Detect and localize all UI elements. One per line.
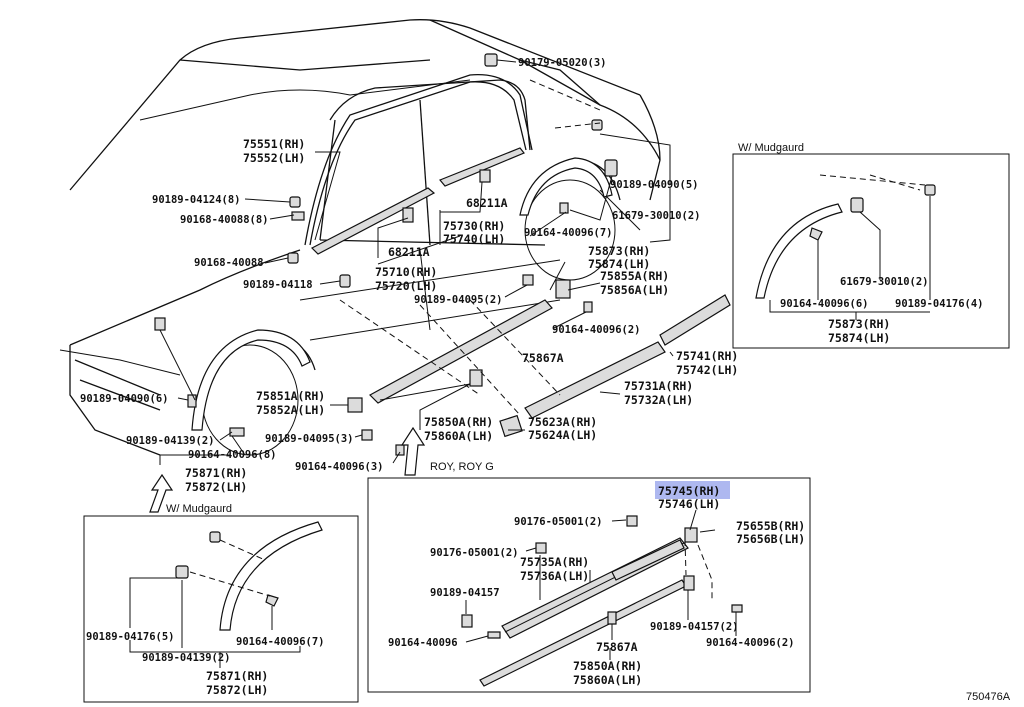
label-b-90164-40096-2: 90164-40096(2) (706, 637, 795, 649)
label-75730: 75730(RH) (443, 219, 505, 233)
label-90189-04095-2: 90189-04095(2) (414, 294, 503, 306)
inset-roy: 75745(RH) 75746(LH) 90176-05001(2) 90176… (367, 477, 811, 693)
label-b-90164-40096: 90164-40096 (388, 637, 458, 649)
caption-roy: ROY, ROY G (430, 461, 494, 473)
label-75732a: 75732A(LH) (624, 393, 693, 407)
label-mr-61679: 61679-30010(2) (840, 276, 929, 288)
label-75860a: 75860A(LH) (424, 429, 493, 443)
label-90168-40088-8: 90168-40088(8) (180, 214, 269, 226)
label-90179-05020: 90179-05020(3) (518, 57, 607, 69)
label-75851a: 75851A(RH) (256, 389, 325, 403)
label-90189-04118: 90189-04118 (243, 279, 313, 291)
label-75871: 75871(RH) (185, 466, 247, 480)
label-68211a-mid: 68211A (388, 245, 430, 259)
main-labels: 90179-05020(3) 75551(RH) 75552(LH) 90189… (80, 57, 738, 494)
label-75551: 75551(RH) (243, 137, 305, 151)
label-75710: 75710(RH) (375, 265, 437, 279)
label-mr-90164: 90164-40096(6) (780, 298, 869, 310)
inset-mudguard-front: W/ Mudgaurd 90189-04176(5) 90164-40096(7… (83, 503, 359, 703)
label-ml-75871: 75871(RH) (206, 669, 268, 683)
label-61679-30010-2: 61679-30010(2) (612, 210, 701, 222)
label-90164-40096-2: 90164-40096(2) (552, 324, 641, 336)
label-ml-90164-40096: 90164-40096(7) (236, 636, 325, 648)
leader-lines (159, 59, 674, 465)
label-68211a-top: 68211A (466, 196, 508, 210)
label-75624a: 75624A(LH) (528, 428, 597, 442)
label-90164-40096-7: 90164-40096(7) (524, 227, 613, 239)
label-b-90176-05001-b: 90176-05001(2) (430, 547, 519, 559)
label-90189-04090-6: 90189-04090(6) (80, 393, 169, 405)
label-75741: 75741(RH) (676, 349, 738, 363)
label-75856a: 75856A(LH) (600, 283, 669, 297)
label-ml-90189-04176: 90189-04176(5) (86, 631, 175, 643)
label-b-90189-04157-2: 90189-04157(2) (650, 621, 739, 633)
caption-mudguard-right: W/ Mudgaurd (738, 142, 804, 154)
label-75855a: 75855A(RH) (600, 269, 669, 283)
label-b-90176-05001-a: 90176-05001(2) (514, 516, 603, 528)
label-75742: 75742(LH) (676, 363, 738, 377)
label-b-75867a: 75867A (596, 640, 638, 654)
pointer-arrows (149, 426, 426, 513)
label-90189-04090-5: 90189-04090(5) (610, 179, 699, 191)
label-75720: 75720(LH) (375, 279, 437, 293)
label-90189-04124: 90189-04124(8) (152, 194, 241, 206)
label-75731a: 75731A(RH) (624, 379, 693, 393)
main-parts (154, 53, 731, 456)
label-b-75656b: 75656B(LH) (736, 532, 805, 546)
label-75867a: 75867A (522, 351, 564, 365)
label-b-75736a: 75736A(LH) (520, 569, 589, 583)
label-75552: 75552(LH) (243, 151, 305, 165)
highlight-75745 (655, 481, 730, 499)
label-75873: 75873(RH) (588, 244, 650, 258)
inset-mudguard-rear: W/ Mudgaurd 61679-30010(2) 90164-40096(6… (732, 142, 1010, 349)
label-mr-90189: 90189-04176(4) (895, 298, 984, 310)
label-b-75745: 75745(RH) (658, 484, 720, 498)
label-mr-75874: 75874(LH) (828, 331, 890, 345)
label-90189-04139-2: 90189-04139(2) (126, 435, 215, 447)
label-ml-75872: 75872(LH) (206, 683, 268, 697)
label-90164-40096-3: 90164-40096(3) (295, 461, 384, 473)
label-b-75735a: 75735A(RH) (520, 555, 589, 569)
label-75850a: 75850A(RH) (424, 415, 493, 429)
label-b-75860a: 75860A(LH) (573, 673, 642, 687)
diagram-number: 750476A (966, 691, 1011, 703)
label-ml-90189-04139: 90189-04139(2) (142, 652, 231, 664)
label-b-75850a: 75850A(RH) (573, 659, 642, 673)
label-mr-75873: 75873(RH) (828, 317, 890, 331)
caption-mudguard-left: W/ Mudgaurd (166, 503, 232, 515)
label-75874: 75874(LH) (588, 257, 650, 271)
label-75852a: 75852A(LH) (256, 403, 325, 417)
label-90164-40096-8: 90164-40096(8) (188, 449, 277, 461)
label-90168-40088: 90168-40088 (194, 257, 264, 269)
label-75623a: 75623A(RH) (528, 415, 597, 429)
label-75740: 75740(LH) (443, 232, 505, 246)
label-b-75655b: 75655B(RH) (736, 519, 805, 533)
label-75872: 75872(LH) (185, 480, 247, 494)
label-90189-04095-3: 90189-04095(3) (265, 433, 354, 445)
label-b-90189-04157: 90189-04157 (430, 587, 500, 599)
label-b-75746: 75746(LH) (658, 497, 720, 511)
